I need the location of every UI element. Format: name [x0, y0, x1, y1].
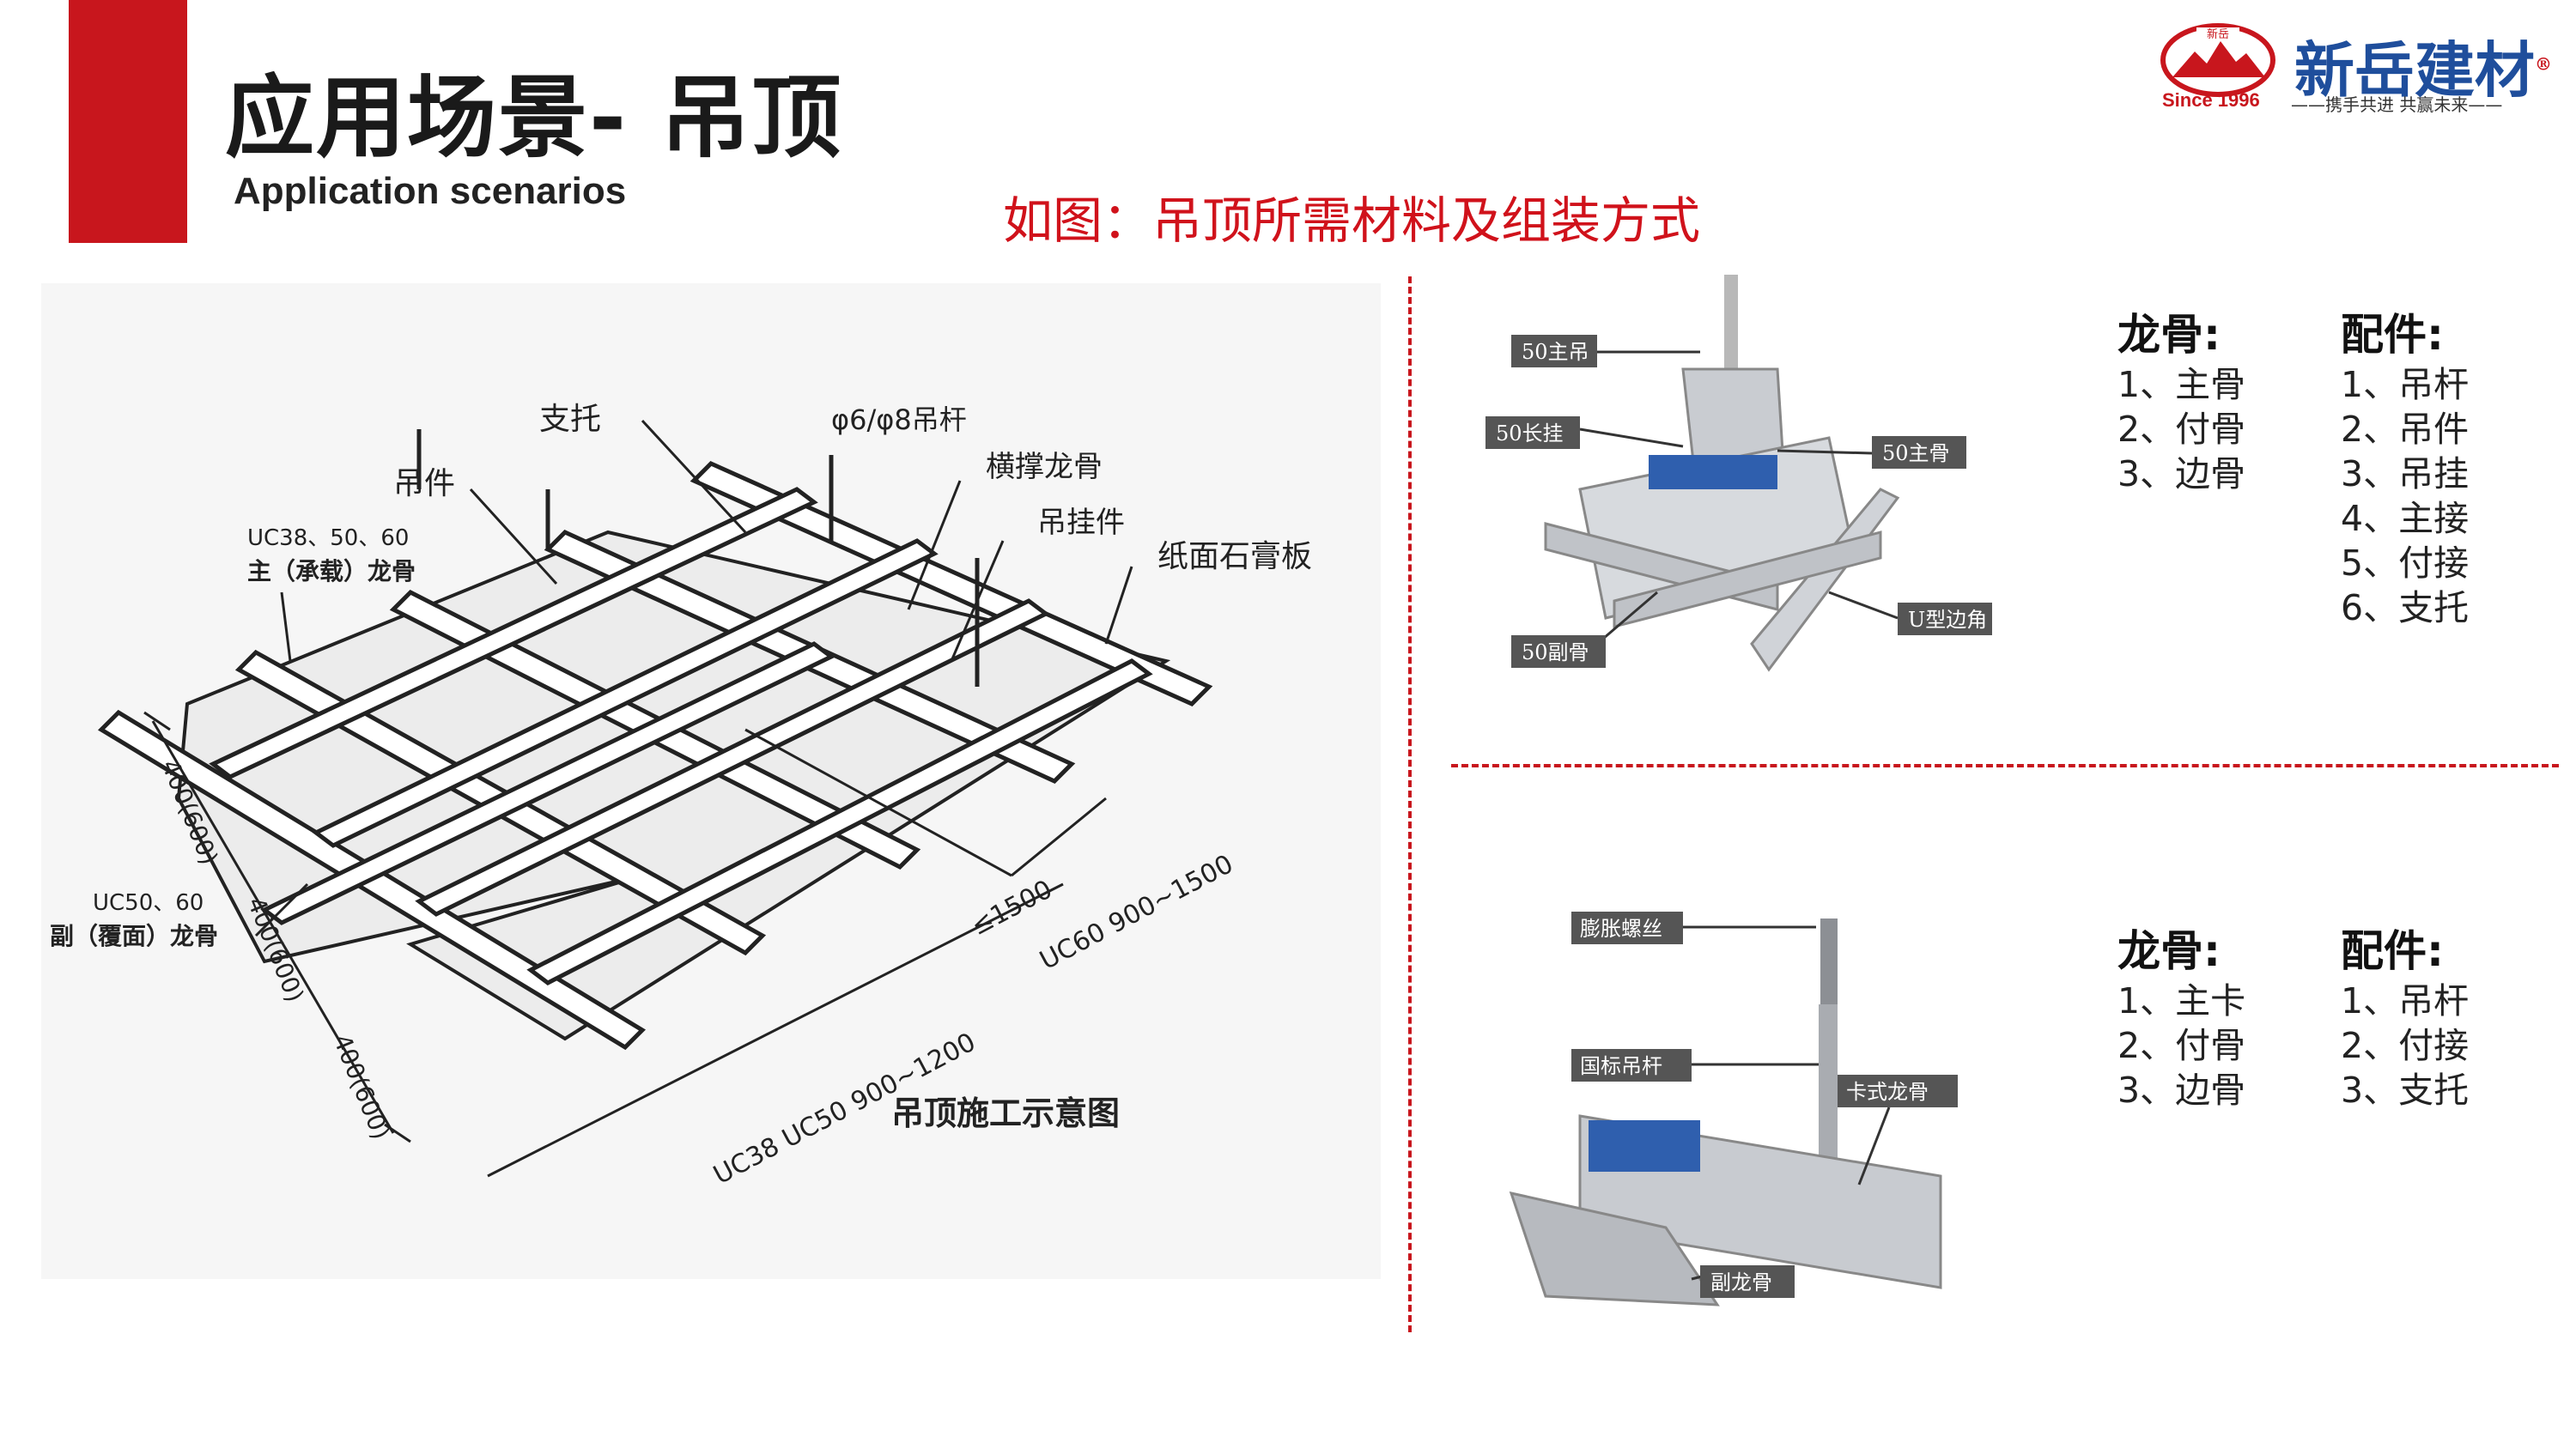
- brand-slogan: ——携手共进 共赢未来——: [2291, 94, 2503, 115]
- label-diaojian: 吊件: [393, 466, 455, 501]
- list-item: 4、主接: [2341, 498, 2470, 539]
- brand-name: 新岳建材®: [2294, 34, 2552, 106]
- list-item: 3、吊挂: [2341, 453, 2470, 494]
- list-item: 3、边骨: [2117, 453, 2246, 494]
- photo-bottom-label-3: 卡式龙骨: [1846, 1080, 1929, 1104]
- list-item: 1、主骨: [2117, 364, 2246, 405]
- emblem-text: 新岳: [2207, 27, 2229, 41]
- parts-list-title: 配件:: [2341, 926, 2444, 976]
- photo-bottom-label-1: 膨胀螺丝: [1580, 917, 1662, 941]
- list-item: 6、支托: [2341, 587, 2470, 628]
- label-diaogua: 吊挂件: [1037, 506, 1125, 540]
- page-title: 应用场景- 吊顶: [225, 65, 843, 170]
- list-item: 2、吊件: [2341, 409, 2470, 450]
- figure-caption: 如图：吊顶所需材料及组装方式: [1003, 191, 1701, 250]
- page-subtitle: Application scenarios: [234, 170, 627, 212]
- keel-list-bottom: 龙骨: 1、主卡 2、付骨 3、边骨: [2117, 917, 2245, 1113]
- label-uc-sub-spec: UC50、60: [93, 890, 204, 916]
- list-item: 3、边骨: [2117, 1070, 2246, 1111]
- keel-list-top: 龙骨: 1、主骨 2、付骨 3、边骨: [2117, 300, 2245, 496]
- parts-list-title: 配件:: [2341, 310, 2444, 360]
- keel-list-title: 龙骨:: [2117, 310, 2221, 360]
- ceiling-construction-diagram: 支托 φ6/φ8吊杆 吊件 横撑龙骨 UC38、50、60 主（承载）龙骨 吊挂…: [41, 283, 1381, 1279]
- parts-list-bottom: 配件: 1、吊杆 2、付接 3、支托: [2341, 917, 2469, 1113]
- registered-mark: ®: [2535, 53, 2552, 75]
- list-item: 1、主卡: [2117, 980, 2246, 1022]
- label-zhituo: 支托: [539, 402, 601, 437]
- horizontal-divider: [1451, 764, 2559, 767]
- list-item: 2、付骨: [2117, 409, 2246, 450]
- photo-top-label-3: 50主骨: [1882, 441, 1950, 465]
- label-uc-main-name: 主（承载）龙骨: [247, 557, 416, 585]
- list-item: 1、吊杆: [2341, 980, 2470, 1022]
- list-item: 2、付接: [2341, 1025, 2470, 1066]
- photo-top-label-2: 50长挂: [1496, 421, 1564, 446]
- keel-list-title: 龙骨:: [2117, 926, 2221, 976]
- label-diaogan: φ6/φ8吊杆: [831, 403, 967, 436]
- vertical-divider: [1408, 276, 1412, 1332]
- label-board: 纸面石膏板: [1157, 539, 1312, 574]
- label-uc-sub-name: 副（覆面）龙骨: [50, 922, 218, 950]
- brand-since: Since 1996: [2162, 89, 2260, 111]
- photo-main-hanger-assembly: 50主吊 50长挂 50主骨 50副骨 U型边角: [1451, 275, 2052, 738]
- photo-top-label-4: 50副骨: [1522, 640, 1589, 664]
- diagram-caption: 吊顶施工示意图: [891, 1094, 1120, 1132]
- label-uc-main-spec: UC38、50、60: [247, 525, 409, 551]
- header-accent-bar: [69, 0, 187, 243]
- label-hengcheng: 横撑龙骨: [986, 450, 1103, 484]
- list-item: 2、付骨: [2117, 1025, 2246, 1066]
- photo-card-keel-assembly: 膨胀螺丝 国标吊杆 卡式龙骨 副龙骨: [1494, 901, 2009, 1382]
- list-item: 1、吊杆: [2341, 364, 2470, 405]
- brand-logo-emblem: 新岳: [2160, 23, 2275, 97]
- photo-top-label-1: 50主吊: [1522, 340, 1589, 364]
- parts-list-top: 配件: 1、吊杆 2、吊件 3、吊挂 4、主接 5、付接 6、支托: [2341, 300, 2469, 630]
- photo-top-label-5: U型边角: [1908, 608, 1987, 632]
- photo-bottom-label-2: 国标吊杆: [1580, 1054, 1662, 1078]
- photo-bottom-label-4: 副龙骨: [1710, 1270, 1772, 1294]
- list-item: 3、支托: [2341, 1070, 2470, 1111]
- list-item: 5、付接: [2341, 543, 2470, 584]
